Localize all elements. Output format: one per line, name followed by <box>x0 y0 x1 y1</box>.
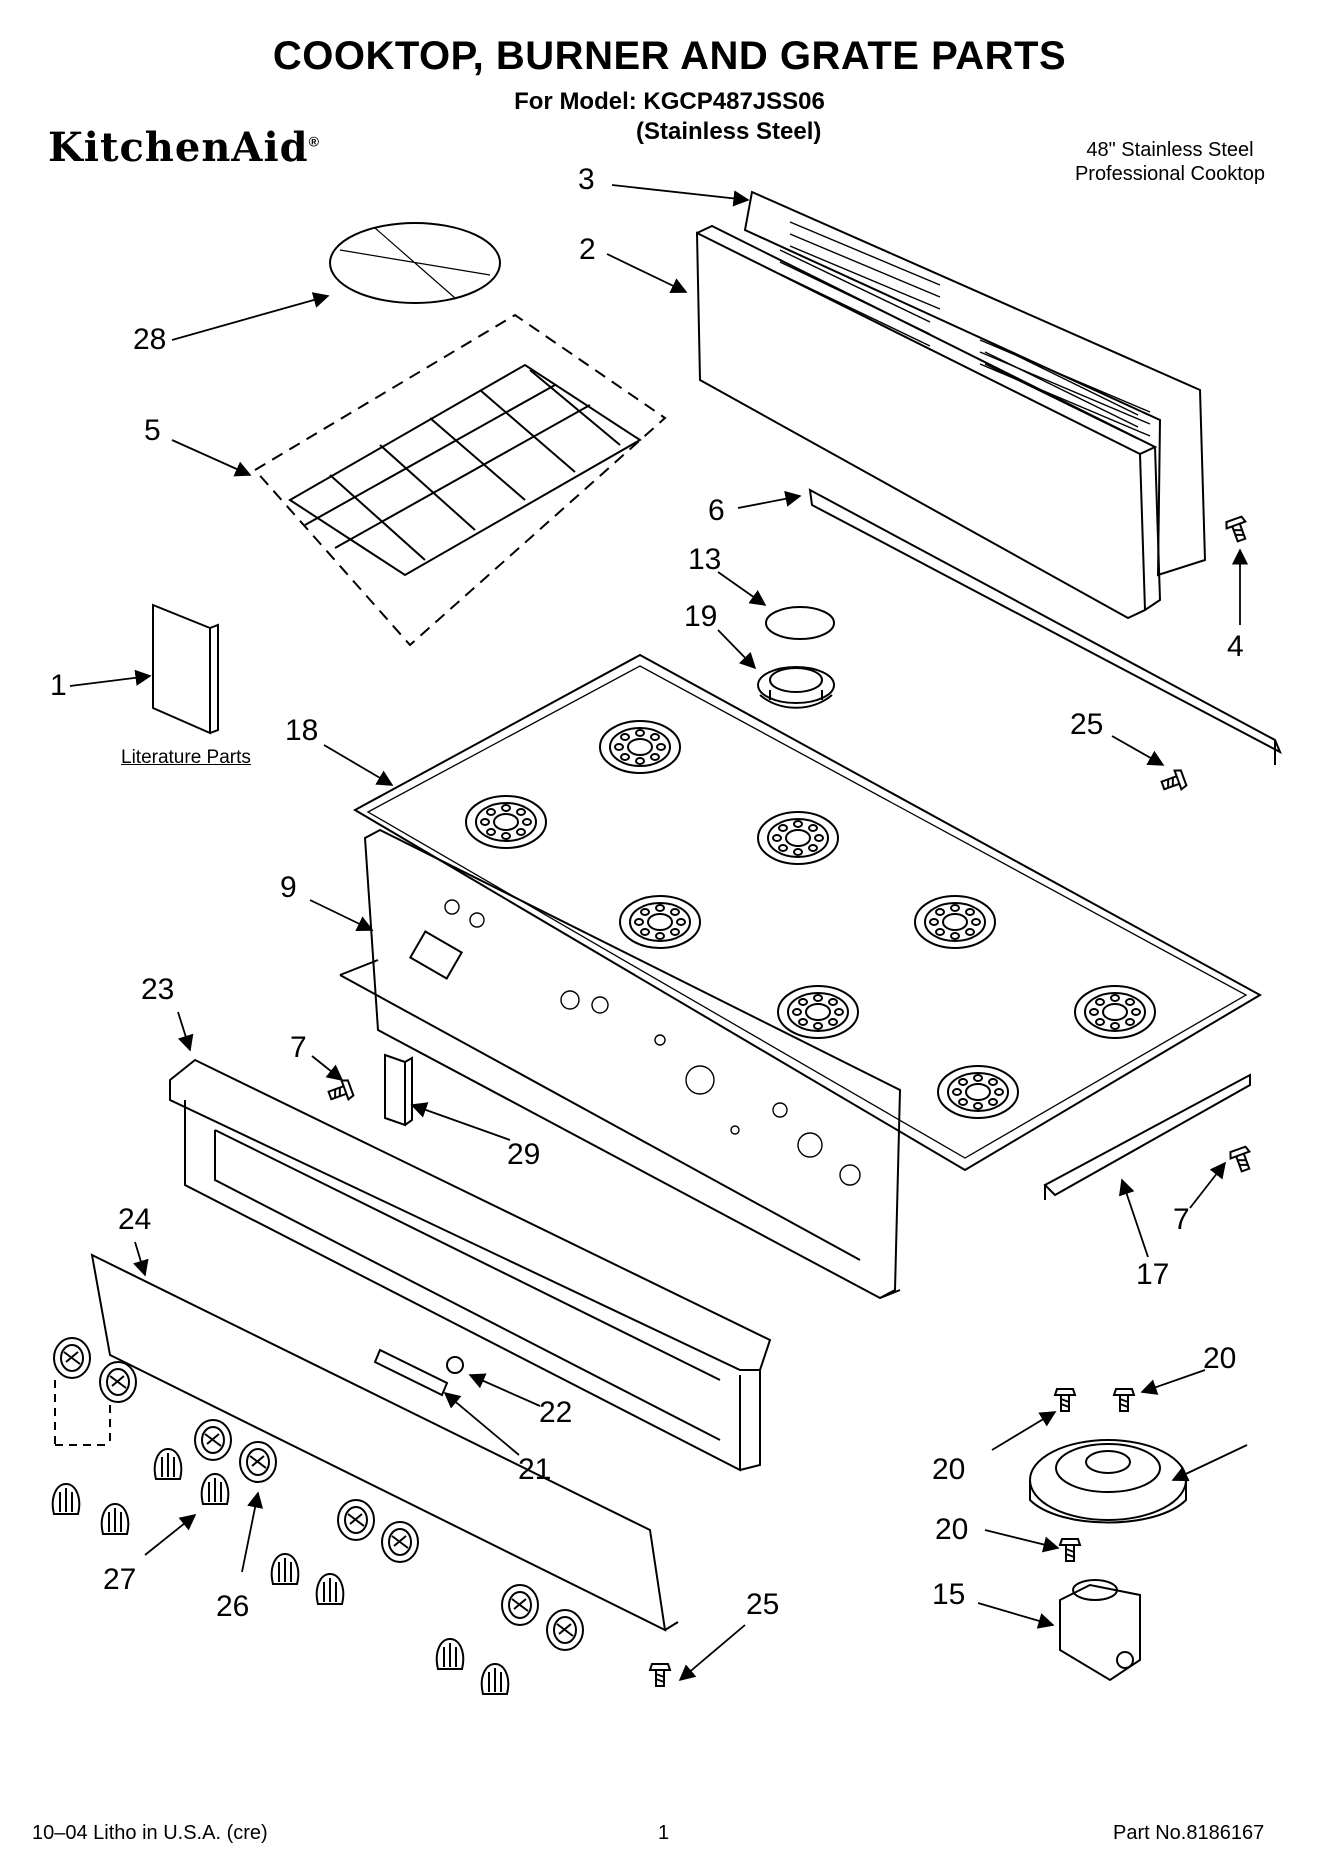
callout-21: 21 <box>518 1453 552 1486</box>
callout-7-right: 7 <box>1173 1203 1190 1236</box>
callout-1: 1 <box>50 669 67 702</box>
callout-3: 3 <box>578 163 595 196</box>
callout-17: 17 <box>1136 1258 1170 1291</box>
cooktop-surface <box>352 653 1263 1172</box>
callout-20-left: 20 <box>932 1453 966 1486</box>
burner-box-holes <box>444 899 861 1186</box>
manifold-panel <box>169 1058 772 1472</box>
footer-part-number: Part No.8186167 <box>1113 1822 1265 1844</box>
page-title: COOKTOP, BURNER AND GRATE PARTS <box>272 34 1067 78</box>
model-material: (Stainless Steel) <box>636 118 822 145</box>
callout-7-left: 7 <box>290 1031 307 1064</box>
callout-18: 18 <box>285 714 319 747</box>
callout-20-top: 20 <box>1203 1342 1237 1375</box>
burner-box <box>339 828 902 1300</box>
vent-slots <box>789 221 1151 437</box>
registered-mark: ® <box>308 133 320 150</box>
indicator-light <box>446 1356 464 1374</box>
control-knobs <box>51 1337 584 1695</box>
callout-29: 29 <box>507 1138 541 1171</box>
literature-booklet <box>152 603 219 735</box>
brand-logo: KitchenAid® <box>48 124 320 171</box>
burner-valve <box>1059 1579 1141 1682</box>
burner-grate <box>253 313 667 647</box>
product-description-line2: Professional Cooktop <box>1074 163 1266 185</box>
grate-mat <box>329 222 501 304</box>
footer-litho: 10–04 Litho in U.S.A. (cre) <box>32 1822 268 1844</box>
model-number: For Model: KGCP487JSS06 <box>514 88 825 115</box>
callout-9: 9 <box>280 871 297 904</box>
callout-22: 22 <box>539 1396 573 1429</box>
product-description-line1: 48" Stainless Steel <box>1086 139 1254 161</box>
callout-27: 27 <box>103 1563 137 1596</box>
callout-2: 2 <box>579 233 596 266</box>
callout-28: 28 <box>133 323 167 356</box>
callout-4: 4 <box>1227 630 1244 663</box>
literature-parts-label: Literature Parts <box>121 747 251 768</box>
burner-cap <box>765 606 835 640</box>
callout-23: 23 <box>141 973 175 1006</box>
burner-assembly <box>1029 1439 1187 1524</box>
callout-25-bottom: 25 <box>746 1588 780 1621</box>
callout-26: 26 <box>216 1590 250 1623</box>
nameplate-badge <box>373 1348 449 1397</box>
callout-13: 13 <box>688 543 722 576</box>
burner-base <box>757 666 835 709</box>
leader-arrows <box>69 184 1249 1682</box>
rear-vent-panel <box>743 190 1207 577</box>
callout-5: 5 <box>144 414 161 447</box>
side-trim <box>1043 1073 1251 1200</box>
spark-module <box>384 1053 413 1127</box>
rear-trim-strip <box>808 488 1282 765</box>
callout-25-top: 25 <box>1070 708 1104 741</box>
backguard-vent-slots <box>779 249 1139 440</box>
footer-page-number: 1 <box>658 1822 670 1844</box>
callout-24: 24 <box>118 1203 152 1236</box>
callout-19: 19 <box>684 600 718 633</box>
callout-6: 6 <box>708 494 725 527</box>
callout-20-mid: 20 <box>935 1513 969 1546</box>
callout-15: 15 <box>932 1578 966 1611</box>
control-panel-plate <box>90 1253 679 1632</box>
brand-name: KitchenAid <box>48 124 309 171</box>
backguard <box>695 224 1162 620</box>
